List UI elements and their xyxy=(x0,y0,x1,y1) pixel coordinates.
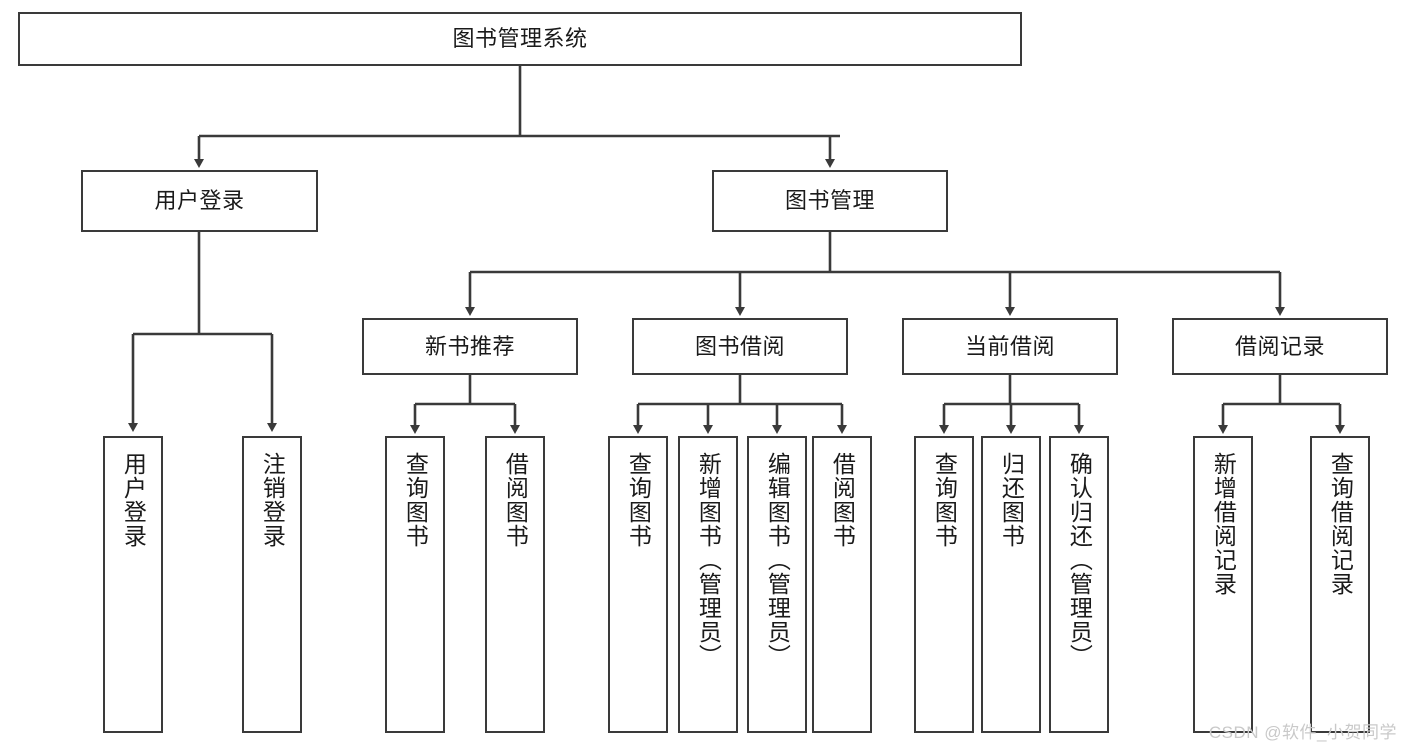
leaf-label: 确认归还（管理员） xyxy=(1066,452,1093,668)
leaf-label: 查询图书 xyxy=(625,452,652,548)
leaf-record-query-record[interactable]: 查询借阅记录 xyxy=(1310,436,1370,733)
node-new-book-recommend[interactable]: 新书推荐 xyxy=(362,318,578,375)
node-root[interactable]: 图书管理系统 xyxy=(18,12,1022,66)
node-current-borrow-label: 当前借阅 xyxy=(964,333,1055,359)
node-user-login-label: 用户登录 xyxy=(154,188,245,213)
leaf-label: 借阅图书 xyxy=(829,452,856,548)
node-root-label: 图书管理系统 xyxy=(452,26,588,51)
leaf-label: 借阅图书 xyxy=(502,452,529,548)
node-book-borrow-label: 图书借阅 xyxy=(694,333,785,359)
leaf-current-return-book[interactable]: 归还图书 xyxy=(981,436,1041,733)
leaf-label: 用户登录 xyxy=(120,452,147,548)
node-book-management-label: 图书管理 xyxy=(784,188,875,213)
node-book-borrow[interactable]: 图书借阅 xyxy=(632,318,848,375)
leaf-current-confirm-return[interactable]: 确认归还（管理员） xyxy=(1049,436,1109,733)
leaf-label: 新增图书（管理员） xyxy=(695,452,722,668)
leaf-current-query-book[interactable]: 查询图书 xyxy=(914,436,974,733)
node-current-borrow[interactable]: 当前借阅 xyxy=(902,318,1118,375)
leaf-record-add-record[interactable]: 新增借阅记录 xyxy=(1193,436,1253,733)
leaf-borrow-query-book[interactable]: 查询图书 xyxy=(608,436,668,733)
node-new-book-recommend-label: 新书推荐 xyxy=(424,333,515,359)
leaf-label: 查询借阅记录 xyxy=(1327,452,1354,596)
leaf-label: 查询图书 xyxy=(931,452,958,548)
leaf-label: 归还图书 xyxy=(998,452,1025,548)
leaf-user-login-logout[interactable]: 注销登录 xyxy=(242,436,302,733)
leaf-borrow-add-book[interactable]: 新增图书（管理员） xyxy=(678,436,738,733)
leaf-label: 新增借阅记录 xyxy=(1210,452,1237,596)
leaf-recommend-query-book[interactable]: 查询图书 xyxy=(385,436,445,733)
leaf-borrow-borrow-book[interactable]: 借阅图书 xyxy=(812,436,872,733)
node-borrow-record[interactable]: 借阅记录 xyxy=(1172,318,1388,375)
node-user-login[interactable]: 用户登录 xyxy=(81,170,318,232)
leaf-user-login-login[interactable]: 用户登录 xyxy=(103,436,163,733)
leaf-label: 注销登录 xyxy=(259,452,286,548)
leaf-borrow-edit-book[interactable]: 编辑图书（管理员） xyxy=(747,436,807,733)
leaf-label: 编辑图书（管理员） xyxy=(764,452,791,668)
node-borrow-record-label: 借阅记录 xyxy=(1234,333,1325,359)
leaf-label: 查询图书 xyxy=(402,452,429,548)
node-book-management[interactable]: 图书管理 xyxy=(712,170,948,232)
leaf-recommend-borrow-book[interactable]: 借阅图书 xyxy=(485,436,545,733)
